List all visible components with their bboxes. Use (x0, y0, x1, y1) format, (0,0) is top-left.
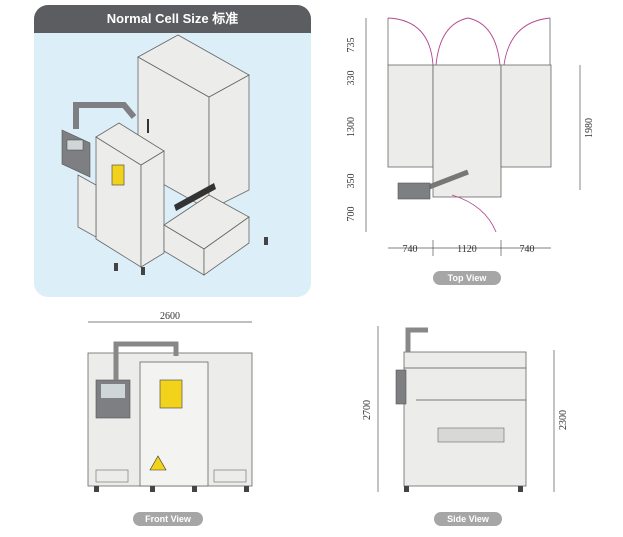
top-view-label: Top View (433, 271, 501, 285)
dim-1300: 1300 (346, 117, 357, 137)
side-view-label: Side View (434, 512, 502, 526)
front-view-label: Front View (133, 512, 203, 526)
dim-740-right: 740 (520, 244, 535, 255)
dim-1120: 1120 (457, 244, 477, 255)
isometric-panel: Normal Cell Size 标准 (34, 5, 311, 297)
dim-2300: 2300 (558, 410, 569, 430)
isometric-drawing (61, 34, 268, 276)
dim-2600: 2600 (160, 311, 180, 322)
warning-window (111, 164, 125, 186)
dim-700: 700 (346, 207, 357, 222)
dim-350: 350 (346, 174, 357, 189)
dim-330: 330 (346, 71, 357, 86)
dim-2700: 2700 (362, 400, 373, 420)
dim-1980: 1980 (584, 118, 595, 138)
dim-735: 735 (346, 38, 357, 53)
dim-740-left: 740 (403, 244, 418, 255)
isometric-panel-title: Normal Cell Size 标准 (34, 5, 311, 33)
